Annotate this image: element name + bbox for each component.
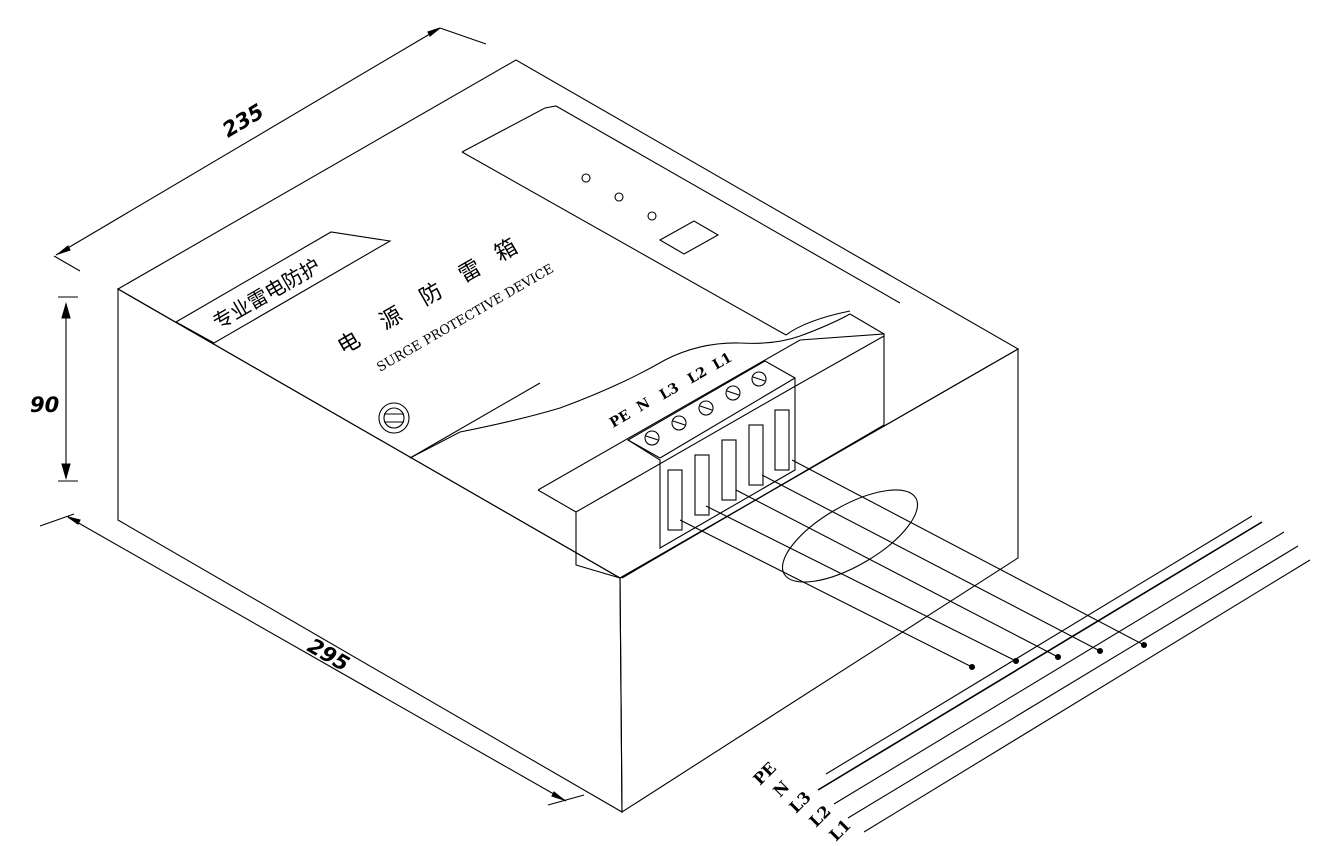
title-char-5: 箱 [491,235,523,268]
title-char-2: 源 [376,303,408,336]
box-left-face [117,288,623,813]
badge-text: 专业雷电防护 [209,254,325,335]
terminal-label-pe: PE [607,407,633,431]
title-char-3: 防 [416,279,448,312]
wire-label-l1: L1 [825,816,854,845]
enclosure-box [116,59,1020,814]
indicator-light-2 [614,192,624,202]
lock-screw [378,402,410,434]
terminal-label-l2: L2 [685,364,710,388]
terminal-4 [725,385,764,486]
title-char-1: 电 [334,328,366,361]
terminal-label-n: N [634,395,653,415]
terminal-3 [698,400,737,501]
indicator-light-3 [647,211,657,221]
depth-dimension-label: 235 [218,99,268,142]
terminal-label-l3: L3 [657,380,682,404]
box-right-face [619,348,1019,814]
terminal-1 [644,430,683,531]
height-dimension-label: 90 [30,393,59,417]
cable-entry [781,489,919,583]
box-top-face [116,59,1020,579]
dimension-depth: 235 [53,27,487,272]
wire-label-n: N [769,777,793,801]
top-panel: 专业雷电防护 电 源 防 雷 箱 SURGE PROTECTIVE DEVICE [174,105,901,459]
width-dimension-label: 295 [304,634,354,677]
terminal-label-l1: L1 [710,350,735,374]
dimension-height: 90 [30,296,78,482]
terminal-2 [671,415,710,516]
indicator-light-1 [581,173,591,183]
wire-junctions [968,641,1148,671]
display-window [658,220,720,255]
dimension-width: 295 [39,513,585,806]
label-badge [174,231,392,344]
title-char-4: 雷 [455,256,487,289]
terminal-block: PE N L3 L2 L1 [537,333,885,579]
internal-wires [679,459,1145,668]
external-wires [817,515,1311,833]
terminal-5 [751,371,790,471]
